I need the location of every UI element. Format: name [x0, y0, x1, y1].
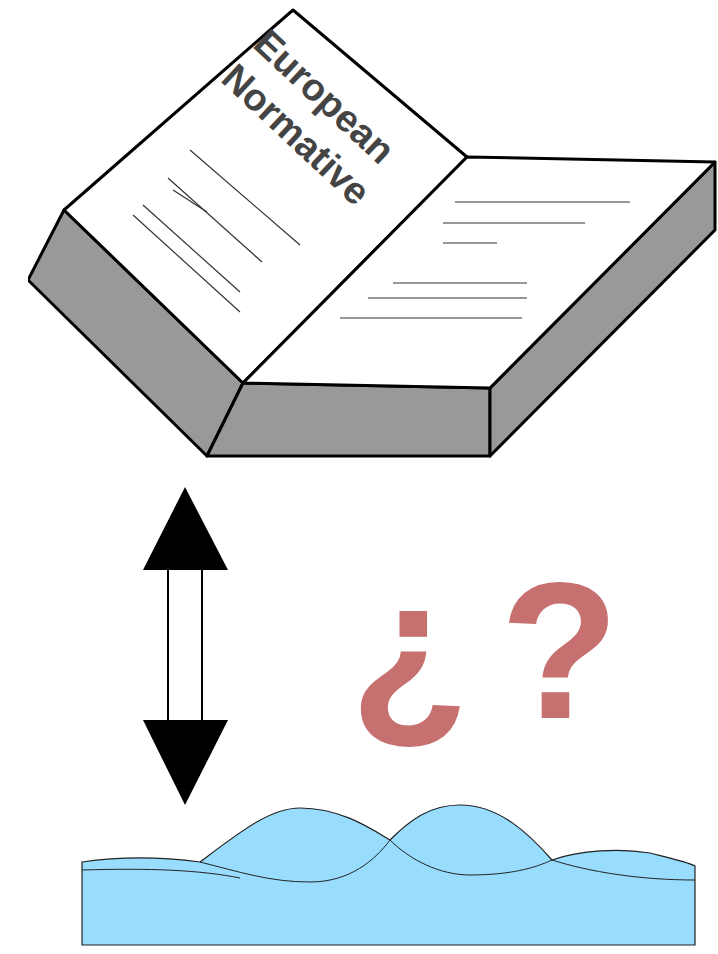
book-front — [207, 383, 490, 456]
text-line — [393, 282, 527, 283]
wave-line — [390, 840, 552, 875]
arrow-head — [143, 720, 228, 805]
arrow-shaft — [168, 568, 202, 722]
question-mark: ¿ — [350, 549, 469, 744]
book-node: European Normative — [28, 8, 718, 458]
text-line — [173, 190, 207, 212]
double-arrow — [143, 487, 228, 805]
wave-line — [200, 840, 390, 882]
text-line — [340, 317, 522, 318]
question-mark: ? — [500, 553, 619, 748]
text-line — [368, 297, 527, 298]
book-outline — [28, 8, 718, 458]
text-line — [133, 215, 240, 312]
text-line — [443, 242, 497, 243]
text-line — [455, 201, 630, 202]
wave-line — [552, 860, 695, 880]
text-line — [143, 205, 240, 292]
text-line — [190, 150, 300, 245]
wave-line — [82, 869, 240, 878]
text-line — [168, 178, 262, 262]
water — [82, 805, 695, 945]
book-page — [243, 157, 715, 388]
text-line — [443, 222, 585, 223]
arrow-head — [143, 487, 228, 570]
water-body — [82, 805, 695, 945]
